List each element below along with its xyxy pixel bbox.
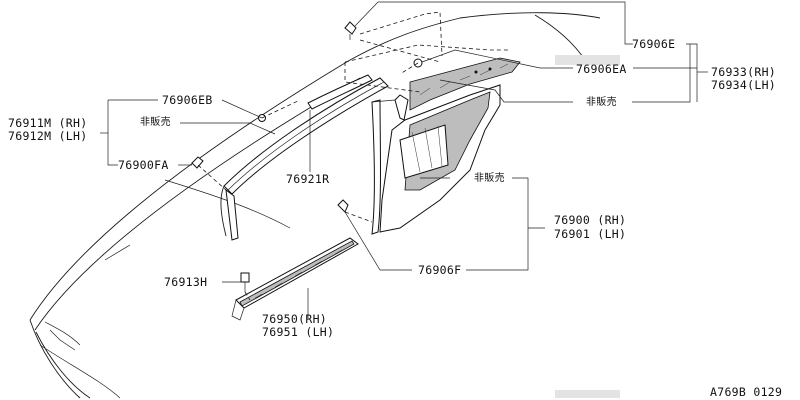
clip-76913H [240,272,250,292]
redacted-block-bottom [555,390,620,398]
part-76900-quarter-trim [371,84,501,235]
label-76921R: 76921R [286,172,330,186]
label-76911M-rh: 76911M (RH) [8,116,88,130]
label-76933-rh: 76933(RH) [711,65,777,79]
figure-code: A769B 0129 [710,385,783,399]
leader-lines [100,1,708,318]
label-76934-lh: 76934(LH) [711,78,777,92]
redacted-block-top [555,55,620,65]
clip-76906F [337,199,349,213]
label-76900FA: 76900FA [118,158,169,172]
clip-76900FA [191,156,204,169]
label-not-sold-2: 非販売 [140,117,171,128]
label-not-sold-1: 非販売 [586,97,617,108]
label-76912M-lh: 76912M (LH) [8,129,88,143]
label-76906EB: 76906EB [162,93,213,107]
part-76950-kicking-plate [231,237,359,321]
label-76901-lh: 76901 (LH) [554,227,627,241]
label-76900-rh: 76900 (RH) [554,213,627,227]
label-not-sold-3: 非販売 [474,173,505,184]
label-76906F: 76906F [418,263,462,277]
label-76913H: 76913H [164,275,208,289]
part-76933-pillar-garnish [394,57,521,121]
part-76911M-molding [220,77,389,241]
dashed-guides [197,11,510,301]
label-76951-lh: 76951 (LH) [262,325,335,339]
car-body-outline [29,12,601,399]
label-76906EA: 76906EA [576,62,627,76]
label-76906E: 76906E [632,37,676,51]
label-76950-rh: 76950(RH) [262,312,328,326]
clip-76906E [344,21,357,40]
